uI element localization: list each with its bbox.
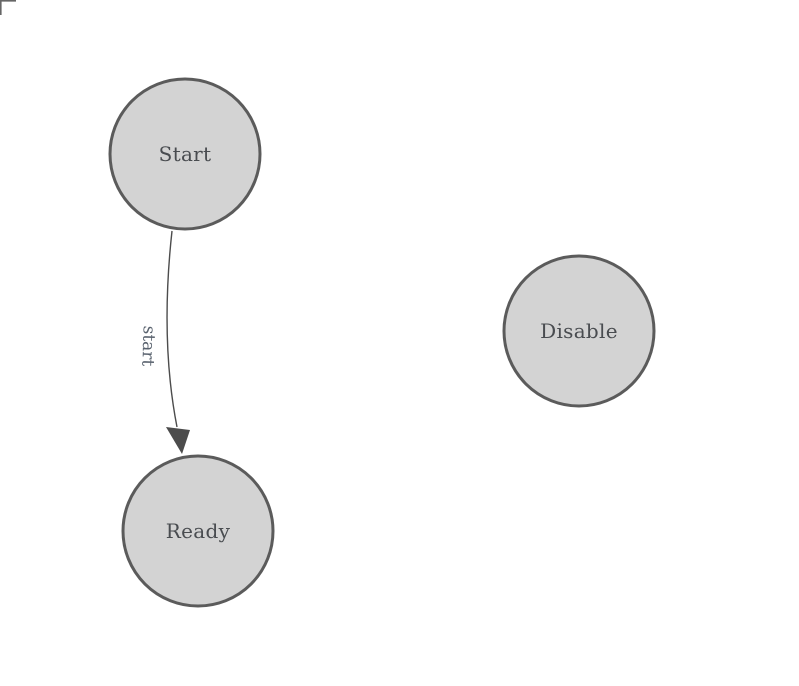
canvas-origin-mark (0, 0, 16, 15)
edge-start-to-ready: start (137, 230, 190, 454)
state-label-ready: Ready (166, 519, 231, 543)
arrowhead-icon (166, 427, 190, 454)
state-node-start[interactable]: Start (108, 77, 262, 231)
state-label-start: Start (159, 142, 212, 166)
edge-path[interactable] (166, 230, 178, 428)
state-circle-disable[interactable] (502, 254, 656, 408)
state-circle-ready[interactable] (121, 454, 275, 608)
state-node-ready[interactable]: Ready (121, 454, 275, 608)
state-node-disable[interactable]: Disable (502, 254, 656, 408)
state-circle-start[interactable] (108, 77, 262, 231)
state-label-disable: Disable (540, 319, 618, 343)
edge-label: start (137, 325, 158, 366)
